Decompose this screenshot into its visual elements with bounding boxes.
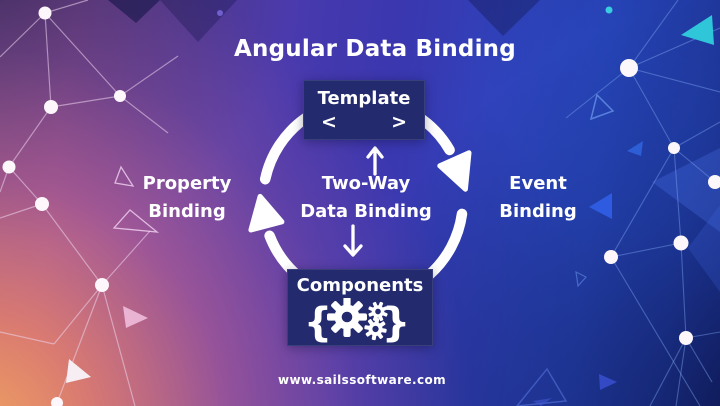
code-icon: < >: [321, 111, 407, 133]
two-way-binding-line1: Two-Way: [321, 173, 411, 194]
up-arrow-icon: [366, 146, 384, 176]
code-left-bracket: <: [321, 111, 337, 133]
gear-small-top-icon: [368, 301, 388, 322]
template-node: Template < >: [303, 80, 425, 140]
components-label: Components: [296, 275, 424, 296]
components-node: Components { }: [287, 269, 433, 346]
website-url: www.sailssoftware.com: [277, 373, 447, 387]
property-binding-line1: Property: [142, 173, 232, 194]
dark-triangles-icon: [108, 0, 540, 42]
property-binding-label: Property Binding: [107, 170, 267, 226]
property-binding-line2: Binding: [148, 201, 226, 222]
gear-large-icon: [327, 298, 367, 337]
template-label: Template: [317, 88, 411, 109]
event-binding-line1: Event: [509, 173, 567, 194]
brace-left: {: [304, 300, 332, 344]
code-right-bracket: >: [391, 111, 407, 133]
down-arrow-icon: [343, 224, 363, 257]
event-binding-line2: Binding: [499, 201, 577, 222]
left-network-icon: [0, 0, 223, 406]
event-binding-label: Event Binding: [458, 170, 618, 226]
two-way-binding-line2: Data Binding: [300, 201, 432, 222]
gear-small-bottom-icon: [364, 317, 387, 341]
two-way-binding-label: Two-Way Data Binding: [286, 170, 446, 226]
right-network-icon: [516, 0, 720, 406]
property-binding-arrowhead-icon: [248, 193, 285, 233]
components-gears-icon: { }: [304, 298, 410, 344]
page-title: Angular Data Binding: [234, 36, 516, 62]
event-binding-arrowhead-icon: [437, 150, 472, 192]
